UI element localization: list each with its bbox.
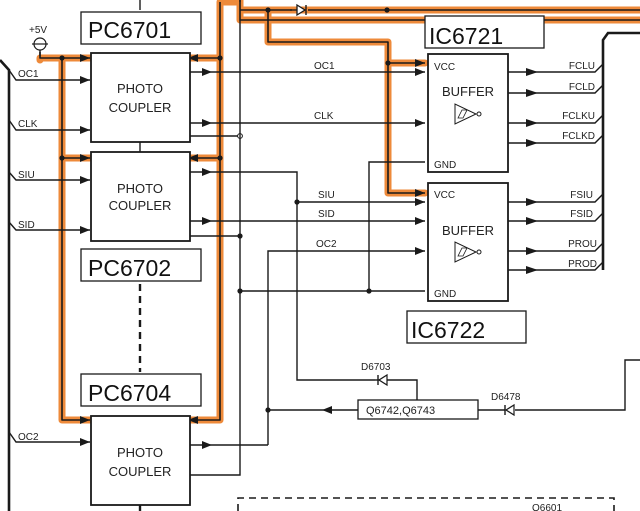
pc6704-label: PC6704	[88, 380, 171, 406]
schmitt-inverter-icon	[454, 103, 482, 125]
input-label-siu: SIU	[18, 170, 35, 181]
svg-text:COUPLER: COUPLER	[109, 198, 172, 213]
svg-text:BUFFER: BUFFER	[442, 223, 494, 238]
svg-text:VCC: VCC	[434, 190, 455, 201]
block-q6601-partial: Q6601	[237, 497, 615, 511]
buffer-ic6722: VCC BUFFER GND IC6722	[406, 182, 527, 344]
svg-text:OC1: OC1	[314, 61, 335, 72]
pc6702-label: PC6702	[88, 255, 171, 281]
output-label-fclu: FCLU	[569, 61, 595, 72]
output-label-fcld: FCLD	[569, 82, 595, 93]
ic6721-label: IC6721	[429, 23, 503, 49]
input-label-oc1: OC1	[18, 69, 39, 80]
svg-text:SIU: SIU	[318, 190, 335, 201]
output-label-prou: PROU	[568, 239, 597, 250]
svg-text:GND: GND	[434, 289, 456, 300]
svg-text:COUPLER: COUPLER	[109, 100, 172, 115]
power-5v-symbol: +5V	[29, 25, 48, 56]
svg-text:PHOTO: PHOTO	[117, 81, 163, 96]
svg-text:CLK: CLK	[314, 111, 334, 122]
svg-text:D6703: D6703	[361, 362, 391, 373]
schmitt-inverter-icon	[454, 241, 482, 263]
svg-text:D6478: D6478	[491, 392, 521, 403]
output-label-fclkd: FCLKD	[562, 131, 595, 142]
output-label-fsid: FSID	[570, 209, 593, 220]
signal-wires	[190, 0, 640, 476]
output-label-fclku: FCLKU	[562, 111, 595, 122]
input-label-sid: SID	[18, 220, 35, 231]
input-label-oc2: OC2	[18, 432, 39, 443]
svg-text:VCC: VCC	[434, 62, 455, 73]
top-rail-diode-icon	[290, 3, 307, 17]
svg-text:PHOTO: PHOTO	[117, 181, 163, 196]
pc6701-label: PC6701	[88, 17, 171, 43]
svg-text:PHOTO: PHOTO	[117, 445, 163, 460]
photo-coupler-pc6701: PC6701 PHOTO COUPLER	[80, 11, 202, 143]
svg-text:SID: SID	[318, 209, 335, 220]
diode-d6478: D6478	[491, 392, 521, 417]
svg-text:OC2: OC2	[316, 239, 337, 250]
diode-d6703: D6703	[361, 362, 391, 387]
right-bus: FCLU FCLD FCLKU FCLKD FSIU FSID PROU PRO…	[508, 31, 640, 274]
buffer-ic6721: IC6721 VCC BUFFER GND	[424, 15, 545, 173]
transistor-block-q6742-q6743: Q6742,Q6743	[357, 399, 479, 420]
photo-coupler-pc6702: PHOTO COUPLER PC6702	[80, 151, 202, 282]
svg-text:GND: GND	[434, 160, 456, 171]
photo-coupler-pc6704: PC6704 PHOTO COUPLER	[80, 373, 202, 506]
svg-text:BUFFER: BUFFER	[442, 84, 494, 99]
svg-text:Q6601: Q6601	[532, 503, 562, 511]
power-label: +5V	[29, 25, 47, 36]
input-label-clk: CLK	[18, 119, 38, 130]
output-label-prod: PROD	[568, 259, 597, 270]
ic6722-label: IC6722	[411, 317, 485, 343]
svg-text:Q6742,Q6743: Q6742,Q6743	[366, 405, 435, 417]
left-bus: OC1 CLK SIU SID OC2	[0, 59, 90, 511]
output-label-fsiu: FSIU	[570, 190, 593, 201]
svg-text:COUPLER: COUPLER	[109, 464, 172, 479]
